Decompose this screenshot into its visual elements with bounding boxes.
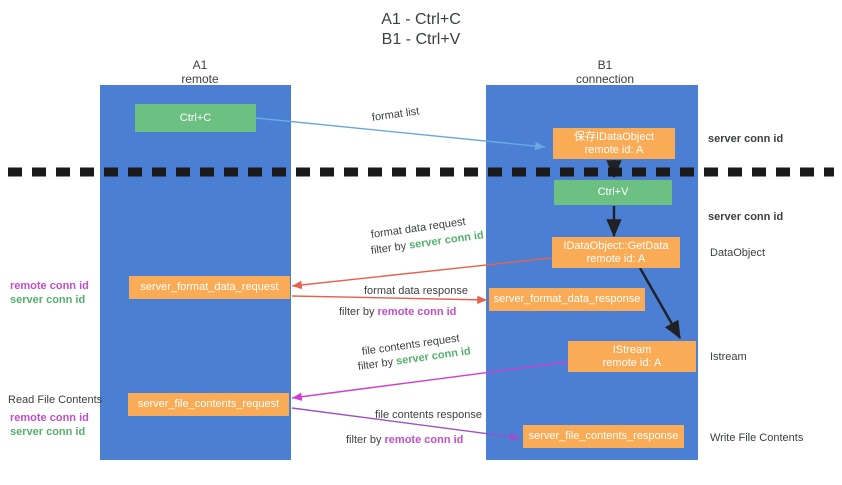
- node-istream[interactable]: IStream remote id: A: [568, 341, 696, 372]
- page-title: A1 - Ctrl+C B1 - Ctrl+V: [0, 10, 842, 50]
- right-label-server-conn-id-top: server conn id: [708, 133, 784, 145]
- node-server-file-contents-response-label: server_file_contents_response: [528, 430, 679, 442]
- right-label-write-file-contents: Write File Contents: [710, 432, 804, 444]
- edge-label-file-contents-response: file contents response: [375, 409, 483, 421]
- column-a1-name: A1: [192, 58, 208, 72]
- left-server-conn-id-2: server conn id: [10, 426, 86, 438]
- edge-label-format-data-response: format data response: [364, 285, 468, 297]
- filter-by-text-2: filter by: [339, 306, 375, 318]
- node-save-idataobject[interactable]: 保存IDataObject remote id: A: [553, 128, 675, 159]
- node-getdata-line2: remote id: A: [586, 252, 646, 265]
- node-server-format-data-request[interactable]: server_format_data_request: [129, 276, 290, 299]
- node-server-format-data-response-label: server_format_data_response: [493, 293, 641, 305]
- column-header-a1: A1 remote: [140, 58, 260, 86]
- right-label-server-conn-id-mid: server conn id: [708, 211, 784, 223]
- column-b1-name: B1: [597, 58, 613, 72]
- left-remote-conn-id-2: remote conn id: [10, 412, 89, 424]
- left-label-read-file-contents: Read File Contents: [8, 394, 103, 406]
- node-server-file-contents-request[interactable]: server_file_contents_request: [128, 393, 289, 416]
- node-getdata-line1: IDataObject::GetData: [563, 239, 669, 252]
- left-remote-conn-id-1: remote conn id: [10, 280, 89, 292]
- left-label-conn-ids-2: remote conn id server conn id: [10, 411, 89, 439]
- column-a1-sub: remote: [181, 72, 219, 86]
- remote-conn-id-text-2: remote conn id: [384, 434, 464, 446]
- node-server-file-contents-request-label: server_file_contents_request: [137, 398, 280, 410]
- node-ctrl-v-label: Ctrl+V: [597, 186, 629, 198]
- node-istream-line2: remote id: A: [602, 356, 662, 369]
- node-getdata[interactable]: IDataObject::GetData remote id: A: [552, 237, 680, 268]
- column-header-b1: B1 connection: [540, 58, 670, 86]
- node-ctrl-v[interactable]: Ctrl+V: [554, 180, 672, 205]
- edge-filter-format-data-response: filter by remote conn id: [339, 305, 456, 319]
- node-server-format-data-request-label: server_format_data_request: [140, 281, 279, 293]
- filter-by-text-3: filter by: [357, 356, 394, 373]
- title-line-2: B1 - Ctrl+V: [381, 31, 461, 48]
- right-label-dataobject: DataObject: [710, 247, 766, 259]
- column-b1-sub: connection: [575, 72, 635, 86]
- edge-filter-file-contents-response: filter by remote conn id: [346, 433, 463, 447]
- left-server-conn-id-1: server conn id: [10, 294, 86, 306]
- node-istream-line1: IStream: [612, 343, 652, 356]
- edge-label-format-list: format list: [371, 105, 421, 124]
- node-save-idataobject-line2: remote id: A: [584, 143, 644, 156]
- title-line-1: A1 - Ctrl+C: [381, 11, 461, 28]
- filter-by-text-4: filter by: [346, 434, 382, 446]
- filter-by-text-1: filter by: [370, 240, 407, 257]
- node-ctrl-c-label: Ctrl+C: [179, 111, 212, 124]
- node-server-file-contents-response[interactable]: server_file_contents_response: [523, 425, 684, 448]
- node-server-format-data-response[interactable]: server_format_data_response: [489, 288, 645, 311]
- node-ctrl-c[interactable]: Ctrl+C: [135, 104, 256, 132]
- right-label-istream: Istream: [710, 351, 747, 363]
- left-label-conn-ids-1: remote conn id server conn id: [10, 279, 89, 307]
- node-save-idataobject-line1: 保存IDataObject: [573, 130, 655, 143]
- remote-conn-id-text-1: remote conn id: [377, 306, 457, 318]
